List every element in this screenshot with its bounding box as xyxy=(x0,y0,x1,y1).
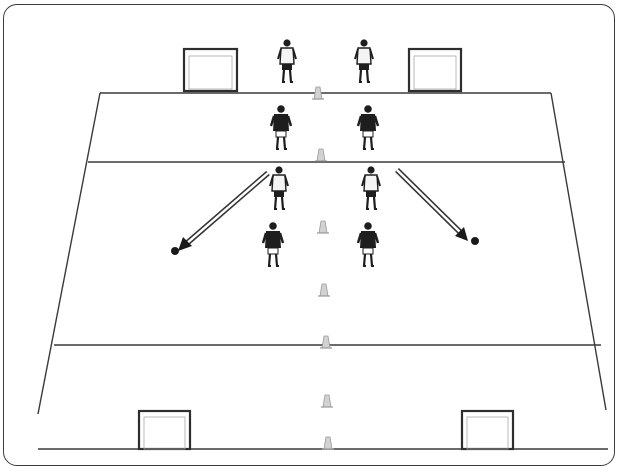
arrow-left xyxy=(178,170,270,251)
player-light xyxy=(353,38,375,84)
goal-bottom-right xyxy=(460,409,515,451)
player-dark xyxy=(356,220,380,268)
player-dark xyxy=(269,103,293,151)
diagram-frame xyxy=(3,4,615,466)
player-light xyxy=(276,38,298,84)
cone xyxy=(316,220,330,234)
goal-top-left xyxy=(182,47,239,93)
goal-top-right xyxy=(407,47,463,93)
player-dark xyxy=(356,103,380,151)
field-lines xyxy=(37,92,608,450)
player-dark xyxy=(261,220,285,268)
field-left-sideline xyxy=(37,92,101,415)
field-right-sideline xyxy=(550,92,607,411)
ball-right xyxy=(471,237,479,245)
player-light xyxy=(360,165,382,211)
left-player-column xyxy=(261,38,298,268)
ball-left xyxy=(171,247,179,255)
goal-bottom-left xyxy=(137,409,192,451)
center-cones xyxy=(311,86,335,450)
cone xyxy=(317,283,331,297)
cone xyxy=(321,436,335,450)
arrow-right xyxy=(395,168,468,241)
cone xyxy=(314,148,328,162)
right-player-column xyxy=(353,38,382,268)
player-light xyxy=(268,165,290,211)
cone xyxy=(319,335,333,349)
cone xyxy=(320,394,334,408)
